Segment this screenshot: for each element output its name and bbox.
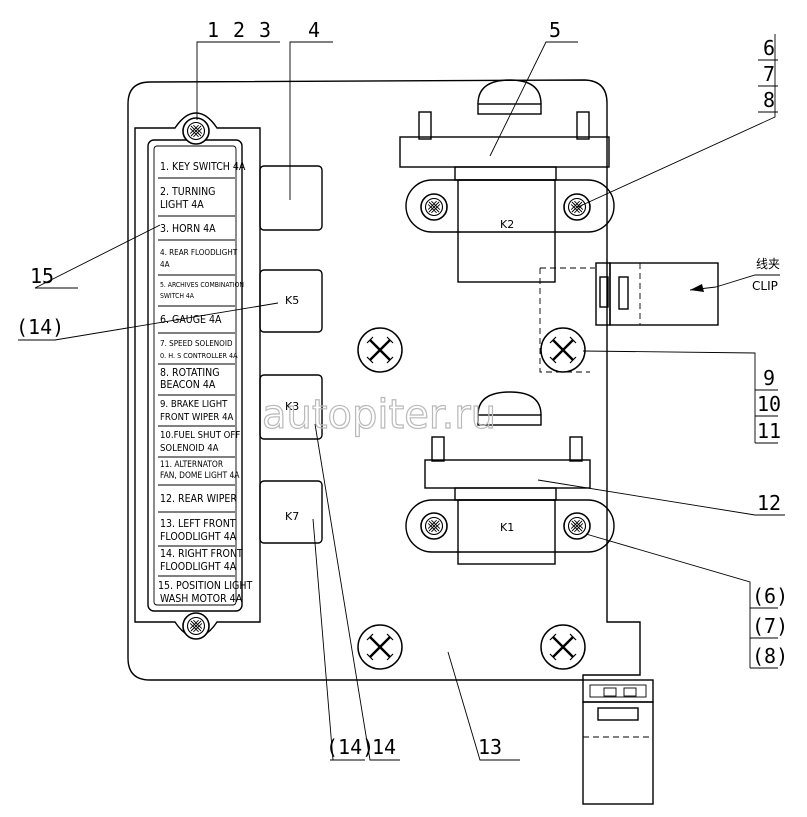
fuse-7-line2: 0. H. S CONTROLLER 4A xyxy=(160,351,238,360)
fuse-15-line2: WASH MOTOR 4A xyxy=(160,593,243,605)
panel-outline xyxy=(127,79,641,681)
relay-k2-assembly: K2 xyxy=(399,79,615,283)
callout-9: 9 xyxy=(763,366,775,390)
relay-4-block xyxy=(259,165,323,231)
mount-screw-lower-left-icon xyxy=(356,623,404,671)
clip-label-en: CLIP xyxy=(752,279,778,293)
fuse-13-line1: 13. LEFT FRONT xyxy=(160,518,236,530)
mount-screw-upper-left-icon xyxy=(356,326,404,374)
callout-7: 7 xyxy=(763,62,775,86)
relay-k7-label: K7 xyxy=(285,510,299,523)
relay-k3-block xyxy=(259,374,323,440)
fuse-3: 3. HORN 4A xyxy=(160,223,216,235)
relay-k1-label: K1 xyxy=(500,521,514,534)
callout-3: 3 xyxy=(259,18,271,42)
fuse-5-line1: 5. ARCHIVES COMBINATION xyxy=(160,281,244,289)
fuse-13-line2: FLOODLIGHT 4A xyxy=(160,531,237,543)
clip-bottom xyxy=(582,679,654,805)
callout-8: 8 xyxy=(763,88,775,112)
fuse-5-line2: SWITCH 4A xyxy=(160,292,195,300)
callout-6: 6 xyxy=(763,36,775,60)
leader-lines xyxy=(18,34,785,761)
fuse-10-line1: 10.FUEL SHUT OFF xyxy=(160,430,240,441)
fuse-10-line2: SOLENOID 4A xyxy=(160,443,219,454)
callout-7-paren: (7) xyxy=(752,614,788,638)
fuse-8-line2: BEACON 4A xyxy=(160,379,216,391)
mount-screw-lower-right-icon xyxy=(539,623,587,671)
fuse-9-line2: FRONT WIPER 4A xyxy=(160,412,234,423)
fuse-1: 1. KEY SWITCH 4A xyxy=(160,161,246,173)
dashed-bracket xyxy=(539,267,595,373)
k1-right-screw-icon xyxy=(563,512,591,540)
callout-11: 11 xyxy=(757,419,781,443)
fuse-list: 1. KEY SWITCH 4A 2. TURNING LIGHT 4A 3. … xyxy=(158,161,252,605)
k2-left-screw-icon xyxy=(420,193,448,221)
relay-k5-label: K5 xyxy=(285,294,299,307)
callout-10: 10 xyxy=(757,392,781,416)
fuse-4-line1: 4. REAR FLOODLIGHT xyxy=(160,248,238,257)
callout-14: 14 xyxy=(372,735,396,759)
callout-1: 1 xyxy=(207,18,219,42)
fuse-strip-top-screw-icon xyxy=(182,117,210,145)
fuse-14-line2: FLOODLIGHT 4A xyxy=(160,561,237,573)
fuse-15-line1: 15. POSITION LIGHT xyxy=(158,580,252,592)
callout-14-paren-left: (14) xyxy=(16,315,64,339)
fuse-8-line1: 8. ROTATING xyxy=(160,367,220,379)
relay-k2-label: K2 xyxy=(500,218,514,231)
callout-4: 4 xyxy=(308,18,320,42)
fuse-11-line1: 11. ALTERNATOR xyxy=(160,459,224,469)
mount-screw-upper-right-icon xyxy=(539,326,587,374)
callout-14-paren-bottom: (14) xyxy=(326,735,374,759)
fuse-4-line2: 4A xyxy=(160,260,170,269)
k1-left-screw-icon xyxy=(420,512,448,540)
callout-6-paren: (6) xyxy=(752,584,788,608)
clip-right xyxy=(595,262,719,326)
fuse-6: 6. GAUGE 4A xyxy=(160,314,222,326)
callout-13: 13 xyxy=(478,735,502,759)
fuse-12: 12. REAR WIPER xyxy=(160,493,237,505)
callout-8-paren: (8) xyxy=(752,644,788,668)
relay-k1-assembly: K1 xyxy=(405,391,615,565)
callout-5: 5 xyxy=(549,18,561,42)
fuse-9-line1: 9. BRAKE LIGHT xyxy=(160,399,228,410)
k2-right-screw-icon xyxy=(563,193,591,221)
fuse-11-line2: FAN, DOME LIGHT 4A xyxy=(160,470,240,480)
relay-k5-block xyxy=(259,269,323,333)
fuse-2-line1: 2. TURNING xyxy=(160,186,216,198)
fuse-strip-bottom-screw-icon xyxy=(182,612,210,640)
fuse-7-line1: 7. SPEED SOLENOID xyxy=(160,339,233,348)
fuse-14-line1: 14. RIGHT FRONT xyxy=(160,548,243,560)
callout-2: 2 xyxy=(233,18,245,42)
relay-k7-block xyxy=(259,480,323,544)
relay-k3-label: K3 xyxy=(285,400,299,413)
fuse-2-line2: LIGHT 4A xyxy=(160,199,204,211)
callout-12: 12 xyxy=(757,491,781,515)
watermark: autopiter.ru xyxy=(262,392,496,438)
callout-15: 15 xyxy=(30,264,54,288)
clip-label-cn: 线夹 xyxy=(756,257,780,271)
